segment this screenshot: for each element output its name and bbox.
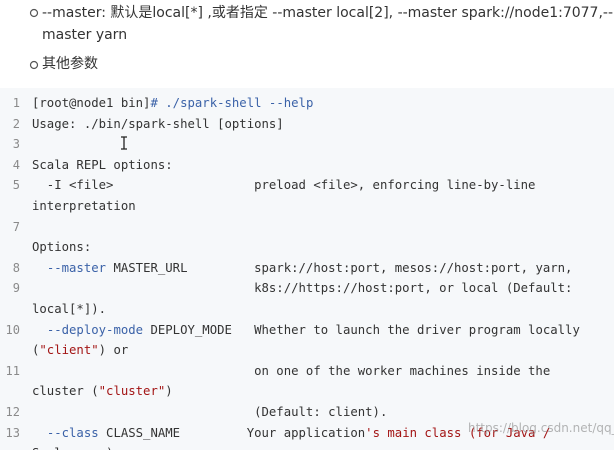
code-text: Scala REPL options:	[32, 155, 173, 176]
bullet-text-master-line1: --master: 默认是local[*] ,或者指定 --master loc…	[42, 5, 614, 21]
code-string: 's main class (for Java /	[365, 425, 551, 440]
code-line: 11 on one of the worker machines inside …	[0, 361, 614, 382]
code-text-plain: )	[165, 384, 173, 399]
code-text: [root@node1 bin]# ./spark-shell --help	[32, 93, 313, 114]
code-text-plain: on one of the worker machines inside the	[32, 363, 551, 378]
code-text-plain: Options:	[32, 240, 92, 255]
text-cursor-icon	[121, 136, 127, 150]
code-line: 7	[0, 217, 614, 238]
code-text-plain: local[*]).	[32, 302, 107, 316]
code-line: 9 k8s://https://host:port, or local (Def…	[0, 278, 614, 299]
code-line: 1 [root@node1 bin]# ./spark-shell --help	[0, 93, 614, 114]
code-keyword: --master	[46, 260, 107, 275]
code-text: ("client") or	[32, 340, 128, 361]
code-line: 5 -I <file> preload <file>, enforcing li…	[0, 175, 614, 196]
hollow-circle-bullet-icon	[29, 60, 39, 70]
code-text-plain: -I <file> preload <file>, enforcing line…	[32, 178, 536, 193]
code-text-plain	[32, 261, 47, 275]
code-line: Scala apps).	[0, 443, 614, 450]
line-number: 2	[12, 116, 20, 131]
line-number: 8	[12, 260, 20, 275]
code-line: 2 Usage: ./bin/spark-shell [options]	[0, 114, 614, 135]
line-number: 1	[12, 96, 20, 110]
code-text-plain: (Default: client).	[32, 405, 388, 419]
bullet-text-master-line2: master yarn	[42, 27, 128, 43]
line-number: 10	[5, 322, 20, 337]
hollow-circle-bullet-icon	[29, 8, 39, 18]
code-text-plain: MASTER_URL spark://host:port, mesos://ho…	[106, 260, 573, 275]
line-number: 13	[5, 425, 20, 440]
code-text-plain: DEPLOY_MODE Whether to launch the driver…	[143, 322, 580, 337]
code-text-plain: Usage: ./bin/spark-shell [options]	[32, 116, 284, 131]
code-text-plain: interpretation	[32, 199, 136, 213]
bullet-text-other-params: 其他参数	[42, 56, 98, 72]
code-text-plain: (	[32, 343, 40, 358]
code-text-plain: CLASS_NAME Your application	[98, 425, 366, 440]
code-text-plain: Scala apps).	[32, 446, 121, 450]
code-line: cluster ("cluster")	[0, 381, 614, 402]
line-number: 4	[12, 157, 20, 172]
line-number: 12	[5, 405, 20, 419]
code-line: Options:	[0, 237, 614, 258]
code-text-plain: ) or	[98, 343, 129, 358]
code-text: --master MASTER_URL spark://host:port, m…	[32, 258, 573, 279]
line-number: 3	[12, 137, 20, 152]
code-text: cluster ("cluster")	[32, 381, 173, 402]
code-line: local[*]).	[0, 299, 614, 320]
line-number: 9	[12, 281, 20, 296]
line-number: 7	[12, 219, 20, 234]
code-line: 4 Scala REPL options:	[0, 155, 614, 176]
code-line: interpretation	[0, 196, 614, 217]
line-number: 11	[5, 363, 20, 378]
code-text-plain	[32, 323, 47, 337]
code-keyword: --deploy-mode	[46, 322, 144, 337]
code-line: 8 --master MASTER_URL spark://host:port,…	[0, 258, 614, 279]
code-string: "client"	[39, 343, 99, 358]
watermark: https://blog.csdn.net/qq_ssd	[468, 421, 614, 435]
code-line: 3	[0, 134, 614, 155]
code-line: 10 --deploy-mode DEPLOY_MODE Whether to …	[0, 320, 614, 341]
code-text: -I <file> preload <file>, enforcing line…	[32, 175, 536, 196]
code-text-plain: cluster (	[32, 384, 99, 399]
code-text-plain: [root@node1 bin]	[32, 96, 151, 110]
code-line: ("client") or	[0, 340, 614, 361]
line-number: 5	[12, 178, 20, 193]
code-string: "cluster"	[98, 384, 166, 399]
code-text-plain: k8s://https://host:port, or local (Defau…	[32, 281, 573, 296]
code-text: k8s://https://host:port, or local (Defau…	[32, 278, 572, 299]
code-text-plain: Scala REPL options:	[32, 157, 173, 172]
code-text: --class CLASS_NAME Your application's ma…	[32, 423, 550, 444]
code-line: 12 (Default: client).	[0, 402, 614, 423]
code-text-plain	[32, 426, 47, 440]
code-text: --deploy-mode DEPLOY_MODE Whether to lau…	[32, 320, 580, 341]
code-keyword: --class	[46, 425, 99, 440]
code-text: Scala apps).	[32, 443, 121, 450]
code-text: (Default: client).	[32, 402, 387, 423]
code-text: Options:	[32, 237, 91, 258]
code-text: local[*]).	[32, 299, 106, 320]
code-text: Usage: ./bin/spark-shell [options]	[32, 114, 284, 135]
code-keyword: # ./spark-shell --help	[150, 96, 314, 110]
code-text: on one of the worker machines inside the	[32, 361, 550, 382]
code-line: 13 --class CLASS_NAME Your application's…	[0, 423, 614, 444]
code-text: interpretation	[32, 196, 136, 217]
